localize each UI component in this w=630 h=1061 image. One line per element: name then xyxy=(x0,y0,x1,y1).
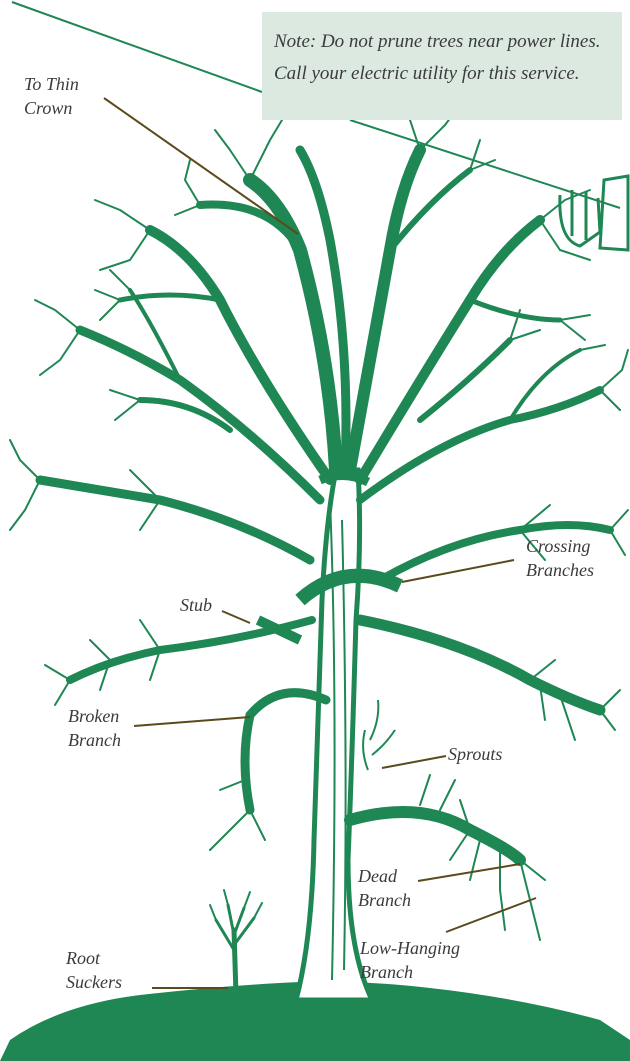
label-line: Branches xyxy=(526,558,594,582)
label-line: Sprouts xyxy=(448,742,502,766)
label-line: Stub xyxy=(180,593,212,617)
label-line: Branch xyxy=(360,960,460,984)
label-low-hanging-branch: Low-Hanging Branch xyxy=(360,936,460,984)
leader-broken xyxy=(134,717,250,726)
label-line: To Thin xyxy=(24,72,79,96)
label-line: Low-Hanging xyxy=(360,936,460,960)
leader-stub xyxy=(222,611,250,623)
label-sprouts: Sprouts xyxy=(448,742,502,766)
leader-sprouts xyxy=(382,756,446,768)
leader-dead xyxy=(418,864,520,881)
label-line: Broken xyxy=(68,704,121,728)
warning-note: Note: Do not prune trees near power line… xyxy=(262,12,622,120)
label-crossing-branches: Crossing Branches xyxy=(526,534,594,582)
label-stub: Stub xyxy=(180,593,212,617)
label-line: Crown xyxy=(24,96,79,120)
label-line: Branch xyxy=(68,728,121,752)
label-line: Dead xyxy=(358,864,411,888)
label-broken-branch: Broken Branch xyxy=(68,704,121,752)
note-text: Note: Do not prune trees near power line… xyxy=(274,26,610,90)
label-to-thin-crown: To Thin Crown xyxy=(24,72,79,120)
label-line: Root xyxy=(66,946,122,970)
sprouts-twigs xyxy=(363,700,395,770)
leader-low-hanging xyxy=(446,898,536,932)
label-dead-branch: Dead Branch xyxy=(358,864,411,912)
root-sucker xyxy=(210,890,262,995)
utility-pole-icon xyxy=(560,176,628,250)
label-line: Branch xyxy=(358,888,411,912)
label-line: Crossing xyxy=(526,534,594,558)
label-line: Suckers xyxy=(66,970,122,994)
label-root-suckers: Root Suckers xyxy=(66,946,122,994)
